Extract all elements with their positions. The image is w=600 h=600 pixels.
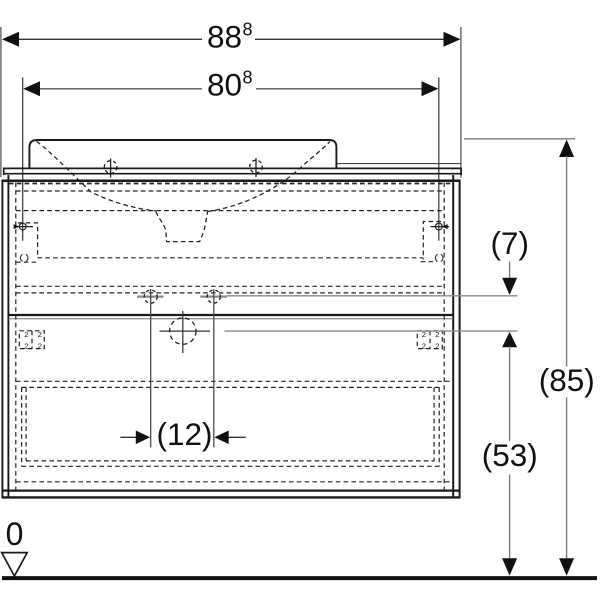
svg-text:2: 2 xyxy=(24,342,28,351)
svg-text:8: 8 xyxy=(243,67,253,87)
svg-text:2: 2 xyxy=(24,330,28,339)
svg-text:8: 8 xyxy=(243,19,253,39)
svg-text:(53): (53) xyxy=(482,437,538,473)
svg-text:2: 2 xyxy=(422,342,426,351)
svg-text:2: 2 xyxy=(38,330,42,339)
svg-text:(7): (7) xyxy=(490,225,529,261)
svg-text:2: 2 xyxy=(422,330,426,339)
svg-text:(85): (85) xyxy=(539,362,595,398)
svg-text:2: 2 xyxy=(435,330,439,339)
svg-text:2: 2 xyxy=(435,342,439,351)
svg-text:88: 88 xyxy=(207,18,242,54)
svg-text:80: 80 xyxy=(207,66,242,102)
svg-text:2: 2 xyxy=(38,342,42,351)
svg-text:(12): (12) xyxy=(157,416,213,452)
svg-text:0: 0 xyxy=(6,516,24,552)
